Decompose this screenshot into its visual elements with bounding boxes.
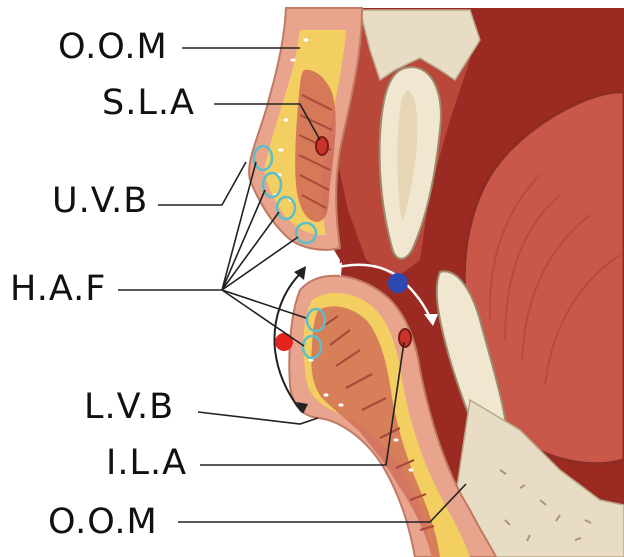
label-uvb: U.V.B [52,184,148,219]
label-oom-top: O.O.M [58,30,168,65]
label-haf: H.A.F [10,272,106,307]
label-sla: S.L.A [102,86,195,121]
inferior-labial-artery [399,329,411,347]
label-oom-bottom: O.O.M [48,505,158,540]
label-lvb: L.V.B [84,390,174,425]
superior-labial-artery [316,137,328,155]
label-ila: I.L.A [106,446,187,481]
blue-marker [388,273,408,293]
